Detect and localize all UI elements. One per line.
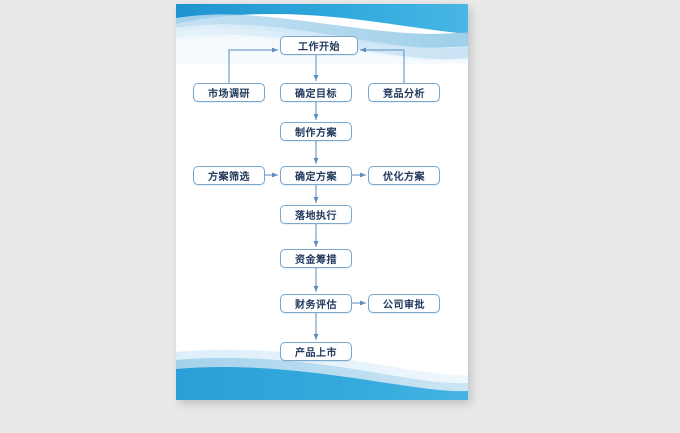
- node-label: 确定方案: [295, 172, 337, 183]
- edge-competitor-to-start: [360, 47, 405, 83]
- node-optimize-plan[interactable]: 优化方案: [368, 166, 440, 185]
- node-label: 确定目标: [295, 89, 337, 100]
- node-label: 产品上市: [295, 348, 337, 359]
- node-plan-screening[interactable]: 方案筛选: [193, 166, 265, 185]
- node-competitor-analysis[interactable]: 竞品分析: [368, 83, 440, 102]
- node-label: 财务评估: [295, 300, 337, 311]
- node-financial-evaluation[interactable]: 财务评估: [280, 294, 352, 313]
- flowchart: 工作开始 市场调研 确定目标 竞品分析 制作方案 方案筛选 确定方案 优化方案 …: [176, 4, 468, 400]
- flowchart-connectors: [228, 47, 405, 340]
- node-funding[interactable]: 资金筹措: [280, 249, 352, 268]
- node-make-plan[interactable]: 制作方案: [280, 122, 352, 141]
- node-label: 公司审批: [383, 300, 425, 311]
- footer-wave-decoration: [176, 349, 468, 400]
- node-label: 落地执行: [295, 211, 337, 222]
- node-confirm-goal[interactable]: 确定目标: [280, 83, 352, 102]
- node-start[interactable]: 工作开始: [280, 36, 358, 55]
- node-market-research[interactable]: 市场调研: [193, 83, 265, 102]
- node-label: 市场调研: [208, 89, 250, 100]
- node-company-approval[interactable]: 公司审批: [368, 294, 440, 313]
- node-label: 方案筛选: [208, 172, 250, 183]
- node-confirm-plan[interactable]: 确定方案: [280, 166, 352, 185]
- node-product-launch[interactable]: 产品上市: [280, 342, 352, 361]
- node-label: 优化方案: [383, 172, 425, 183]
- edge-market-to-start: [228, 47, 278, 83]
- node-execute[interactable]: 落地执行: [280, 205, 352, 224]
- node-label: 资金筹措: [295, 255, 337, 266]
- node-label: 竞品分析: [383, 89, 425, 100]
- poster-page: 工作开始 市场调研 确定目标 竞品分析 制作方案 方案筛选 确定方案 优化方案 …: [176, 4, 468, 400]
- node-label: 工作开始: [298, 42, 340, 53]
- node-label: 制作方案: [295, 128, 337, 139]
